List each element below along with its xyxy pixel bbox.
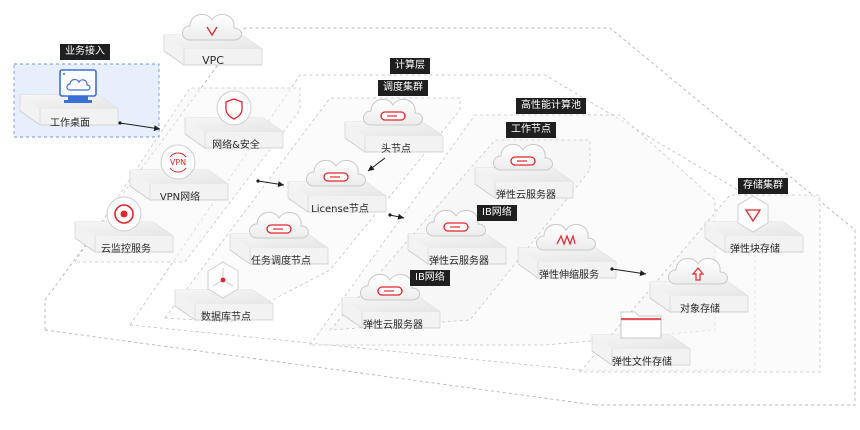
block-storage-label: 弹性块存储 (730, 244, 780, 255)
network-security-label: 网络&安全 (212, 140, 260, 151)
monitoring-label: 云监控服务 (101, 244, 151, 255)
arrow-license-to-ecs (389, 213, 405, 220)
head-node-label: 头节点 (381, 144, 411, 155)
arrow-scaling-to-storage (611, 268, 647, 277)
arrow-head-to-license (367, 157, 386, 172)
object-storage-cloud-icon (668, 257, 728, 285)
svg-text:VPN: VPN (170, 158, 186, 167)
scheduler-node-label: 任务调度节点 (251, 256, 311, 267)
desktop-monitor-icon (59, 69, 97, 103)
ecs-bottom-label: 弹性云服务器 (363, 320, 423, 331)
business-access-tag: 业务接入 (60, 44, 110, 60)
folder-icon (620, 311, 662, 339)
vpc-cloud-icon (182, 13, 242, 41)
ib-network-tag-2: IB网络 (410, 270, 450, 286)
file-storage-label: 弹性文件存储 (612, 357, 672, 368)
arrow-vpn-to-license (257, 180, 285, 188)
scheduling-cluster-tag: 调度集群 (378, 80, 428, 96)
compute-layer-tag: 计算层 (390, 58, 430, 74)
ecs-top-label: 弹性云服务器 (496, 190, 556, 201)
object-storage-label: 对象存储 (680, 304, 720, 315)
license-node-label: License节点 (311, 204, 369, 215)
monitoring-icon (106, 196, 142, 232)
database-icon (207, 261, 239, 299)
vpn-icon: VPN (160, 144, 196, 180)
flow-arrows (118, 121, 647, 277)
vpn-label: VPN网络 (159, 192, 201, 203)
ib-network-tag-1: IB网络 (477, 205, 517, 221)
database-node-label: 数据库节点 (201, 312, 251, 323)
ecs-middle-label: 弹性云服务器 (429, 256, 489, 267)
desktop-label: 工作桌面 (50, 118, 90, 129)
storage-cluster-tag: 存储集群 (738, 178, 788, 194)
arrow-desktop-to-network (119, 122, 161, 132)
hpc-pool-tag: 高性能计算池 (516, 98, 586, 114)
vpc-label: VPC (202, 54, 224, 67)
block-storage-icon (737, 195, 769, 233)
auto-scaling-label: 弹性伸缩服务 (539, 270, 599, 281)
group-outline-vpc (44, 27, 856, 406)
shield-icon (216, 90, 252, 126)
auto-scaling-cloud-icon (536, 223, 596, 251)
worker-nodes-tag: 工作节点 (506, 122, 556, 138)
